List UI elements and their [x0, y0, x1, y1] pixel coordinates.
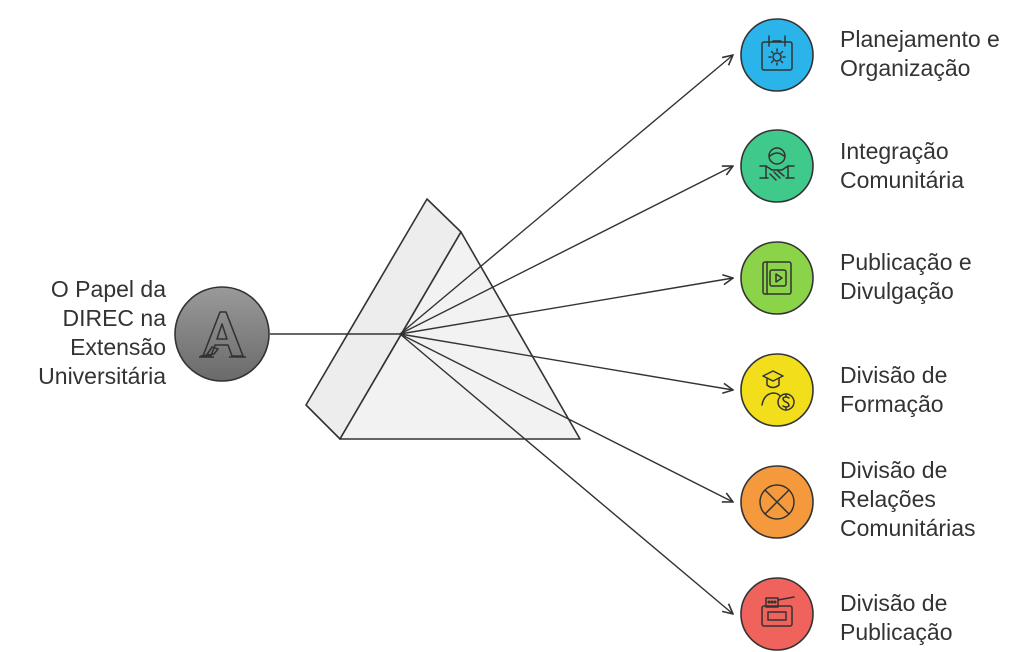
output-node-3 [740, 241, 814, 315]
output-label-3: Publicação e Divulgação [840, 249, 972, 304]
output-circle-4 [740, 353, 814, 427]
output-label-2: Integração Comunitária [840, 138, 964, 193]
output-node-2 [740, 129, 814, 203]
beam-3 [399, 278, 733, 335]
beam-2 [399, 166, 733, 335]
output-node-1 [740, 18, 814, 92]
output-node-4 [740, 353, 814, 427]
output-beams [399, 55, 733, 614]
output-label-6: Divisão de Publicação [840, 590, 953, 645]
handshake-icon [759, 147, 795, 181]
output-label-4: Divisão de Formação [840, 362, 948, 417]
printer-icon [761, 596, 795, 627]
circle-x-icon [759, 484, 795, 520]
beam-4 [399, 333, 733, 390]
output-label-5: Divisão de Relações Comunitárias [840, 457, 976, 541]
output-circle-1 [740, 18, 814, 92]
output-label-1: Planejamento e Organização [840, 26, 1000, 81]
source-node [174, 286, 270, 382]
letter-a-icon [199, 311, 246, 358]
prism-front-face [339, 231, 581, 440]
output-circle-3 [740, 241, 814, 315]
beam-6 [399, 333, 733, 614]
output-node-5 [740, 465, 814, 539]
output-node-6 [740, 577, 814, 651]
beam-1 [399, 55, 733, 335]
source-label: O Papel da DIREC na Extensão Universitár… [38, 276, 166, 389]
output-circle-2 [740, 129, 814, 203]
prism [305, 198, 581, 440]
media-book-icon [762, 261, 792, 295]
beam-5 [399, 333, 733, 502]
graduate-money-icon [761, 370, 795, 411]
output-circle-6 [740, 577, 814, 651]
calendar-gear-icon [761, 35, 793, 71]
